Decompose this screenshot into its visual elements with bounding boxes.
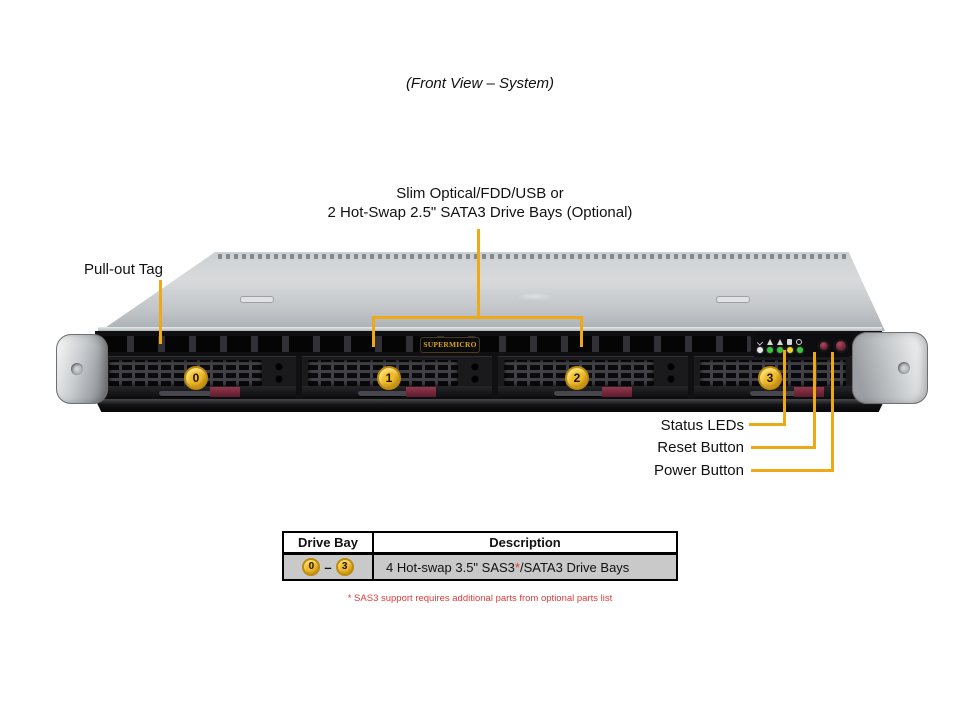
table-cell-bay-range: 0 – 3 xyxy=(284,555,374,579)
sas3-footnote: * SAS3 support requires additional parts… xyxy=(347,593,613,604)
rack-ear-left xyxy=(56,334,108,404)
tray-latch[interactable] xyxy=(406,387,436,397)
chassis-front-edge xyxy=(98,327,882,331)
bay-number-badge-3: 3 xyxy=(758,366,782,390)
callout-line-reset-horizontal xyxy=(751,446,816,449)
optical-bay-callout: Slim Optical/FDD/USB or 2 Hot-Swap 2.5" … xyxy=(200,184,760,222)
status-icon-row xyxy=(756,338,803,346)
bay-range-dash: – xyxy=(324,559,332,575)
rack-ear-screw-hole xyxy=(71,363,83,375)
tray-led-holes xyxy=(666,362,676,384)
status-led xyxy=(787,347,793,353)
callout-line-status-vertical xyxy=(783,350,786,426)
chassis-bottom-edge xyxy=(95,399,885,412)
bay-range-start-badge: 0 xyxy=(302,558,321,576)
chassis-top-face xyxy=(100,252,885,331)
power-icon xyxy=(796,339,802,345)
callout-line-optical-bracket xyxy=(372,316,583,319)
description-text: 4 Hot-swap 3.5" SAS3 xyxy=(386,559,515,575)
status-led xyxy=(777,347,783,353)
callout-line-pullout xyxy=(159,280,162,344)
status-led xyxy=(797,347,803,353)
table-header-row: Drive Bay Description xyxy=(284,533,676,555)
chassis-top-latch-right xyxy=(716,296,750,303)
callout-line-optical-stem xyxy=(477,229,480,318)
tray-release-handle[interactable] xyxy=(358,391,428,396)
power-button-label: Power Button xyxy=(653,462,744,479)
chassis-top-latch-left xyxy=(240,296,274,303)
chassis-top-emblem xyxy=(515,292,555,301)
tray-latch[interactable] xyxy=(210,387,240,397)
overheat-warning-icon xyxy=(777,339,783,345)
callout-line-optical-leg-left xyxy=(372,316,375,347)
tray-led-holes xyxy=(274,362,284,384)
table-cell-description: 4 Hot-swap 3.5" SAS3*/SATA3 Drive Bays xyxy=(374,560,676,575)
table-data-row: 0 – 3 4 Hot-swap 3.5" SAS3*/SATA3 Drive … xyxy=(284,555,676,579)
reset-button-label: Reset Button xyxy=(657,439,744,456)
bay-range-end-badge: 3 xyxy=(335,558,354,576)
bay-number-badge-2: 2 xyxy=(565,366,589,390)
rack-ear-screw-hole xyxy=(898,362,910,374)
description-text-cont: /SATA3 Drive Bays xyxy=(519,559,630,575)
callout-line-status-horizontal xyxy=(749,423,786,426)
status-led xyxy=(767,347,773,353)
bay-number-badge-1: 1 xyxy=(377,366,401,390)
power-button-control[interactable] xyxy=(834,338,848,353)
optical-bay-callout-line1: Slim Optical/FDD/USB or xyxy=(396,185,564,202)
description-asterisk: * xyxy=(514,559,520,575)
table-header-drive-bay: Drive Bay xyxy=(284,533,374,552)
table-header-description: Description xyxy=(489,535,561,550)
front-control-panel xyxy=(753,334,852,357)
drive-tray-0[interactable] xyxy=(103,356,296,399)
pullout-tag-label: Pull-out Tag xyxy=(84,261,163,278)
reset-button-control[interactable] xyxy=(818,339,830,352)
info-icon xyxy=(756,339,764,346)
callout-line-reset-vertical xyxy=(813,352,816,449)
status-led-row xyxy=(757,347,803,353)
tray-release-handle[interactable] xyxy=(554,391,624,396)
callout-line-power-horizontal xyxy=(751,469,834,472)
nic-activity-icon xyxy=(767,339,773,345)
tray-release-handle[interactable] xyxy=(159,391,229,396)
chassis-rear-vent-hatch xyxy=(218,254,846,259)
callout-line-optical-leg-right xyxy=(580,316,583,347)
callout-line-power-vertical xyxy=(831,352,834,472)
bay-number-badge-0: 0 xyxy=(184,366,208,390)
tray-led-holes xyxy=(470,362,480,384)
status-leds-label: Status LEDs xyxy=(660,417,744,434)
brand-badge: SUPERMICRO xyxy=(420,337,480,353)
tray-latch[interactable] xyxy=(602,387,632,397)
drive-bay-table: Drive Bay Description 0 – 3 4 Hot-swap 3… xyxy=(282,531,678,581)
figure-title: (Front View – System) xyxy=(405,75,555,92)
drive-tray-2[interactable] xyxy=(498,356,688,399)
status-led xyxy=(757,347,763,353)
optical-bay-callout-line2: 2 Hot-Swap 2.5" SATA3 Drive Bays (Option… xyxy=(327,204,633,221)
hdd-activity-icon xyxy=(787,339,792,345)
tray-latch[interactable] xyxy=(794,387,824,397)
rack-ear-right xyxy=(852,332,928,404)
